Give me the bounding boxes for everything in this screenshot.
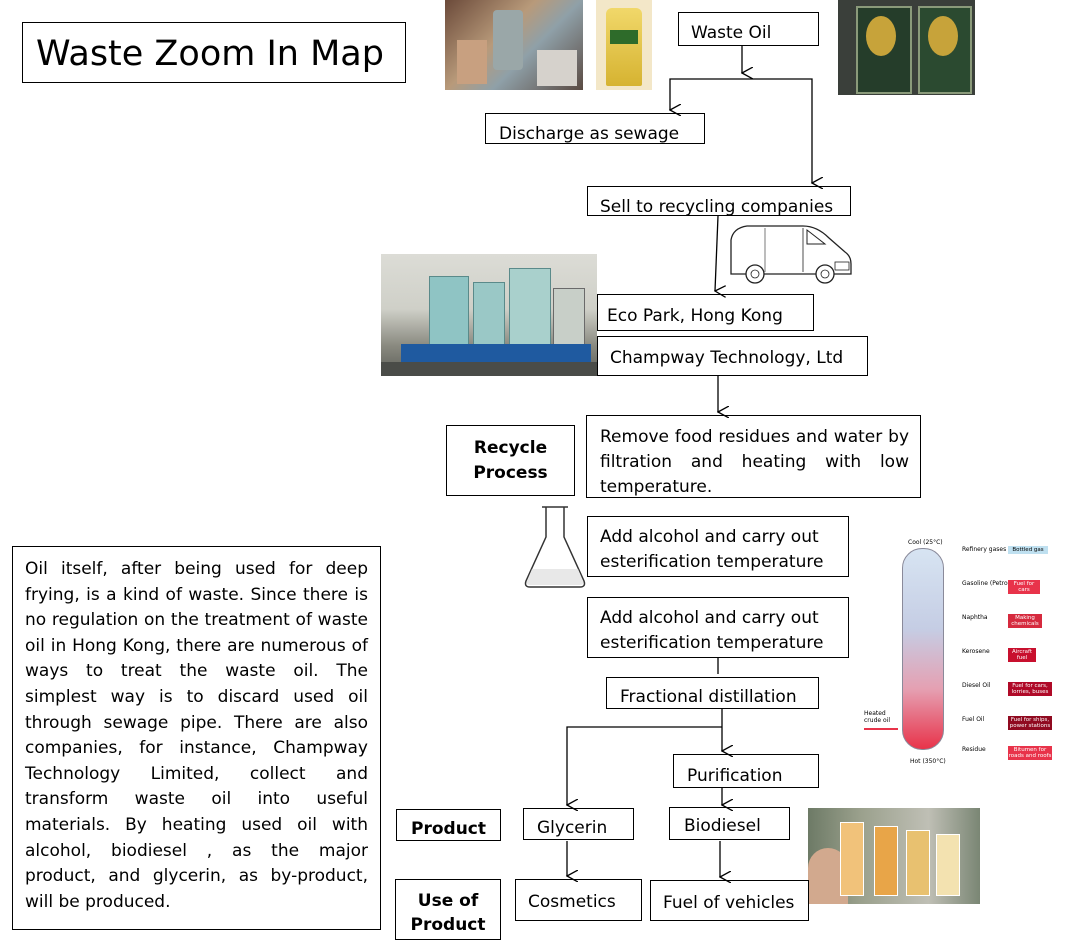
node-label: Add alcohol and carry out esterification… <box>600 527 824 572</box>
description-box: Oil itself, after being used for deep fr… <box>12 546 381 930</box>
fraction-use: Bottled gas <box>1008 546 1048 555</box>
node-label: Remove food residues and water by filtra… <box>600 427 909 497</box>
arrow-to-eco-park <box>715 215 718 291</box>
distillation-bottom-label: Hot (350°C) <box>910 758 946 765</box>
arrow-to-glycerin <box>567 726 722 805</box>
fraction-use: Aircraft fuel <box>1008 648 1036 663</box>
fraction-use: Fuel for cars <box>1008 580 1040 595</box>
node-label: Sell to recycling companies <box>600 197 834 217</box>
fraction-use: Fuel for ships, power stations <box>1008 716 1052 731</box>
distillation-input-label: Heated crude oil <box>864 710 890 724</box>
node-label: Champway Technology, Ltd <box>610 348 844 368</box>
product-text: Product <box>411 819 486 839</box>
label-product: Product <box>396 809 501 841</box>
node-label: Purification <box>687 766 783 786</box>
arrow-to-discharge <box>670 78 742 110</box>
node-label: Cosmetics <box>528 892 616 912</box>
fraction-name: Naphtha <box>962 614 988 621</box>
distillation-top-label: Cool (25°C) <box>908 539 943 546</box>
node-glycerin: Glycerin <box>523 808 634 840</box>
node-label: Fuel of vehicles <box>663 893 795 913</box>
fraction-name: Fuel Oil <box>962 716 985 723</box>
node-add-alcohol-1: Add alcohol and carry out esterification… <box>587 516 849 577</box>
label-recycle-process: Recycle Process <box>446 425 575 496</box>
fraction-name: Residue <box>962 746 986 753</box>
oil-bottle-photo <box>596 0 652 90</box>
node-label: Fractional distillation <box>620 687 797 707</box>
node-add-alcohol-2: Add alcohol and carry out esterification… <box>587 597 849 658</box>
fraction-name: Kerosene <box>962 648 990 655</box>
node-cosmetics: Cosmetics <box>515 879 642 921</box>
fraction-name: Gasoline (Petrol) <box>962 580 1012 587</box>
input-arrow <box>864 728 898 730</box>
node-label: Waste Oil <box>691 23 772 43</box>
arrow-to-sell <box>742 78 812 183</box>
node-label: Eco Park, Hong Kong <box>607 306 783 326</box>
node-biodiesel: Biodiesel <box>669 807 790 840</box>
node-label: Biodiesel <box>684 816 761 836</box>
node-fuel: Fuel of vehicles <box>650 880 809 921</box>
oil-tin-photo <box>838 0 975 95</box>
fraction-name: Refinery gases <box>962 546 1007 553</box>
fraction-use: Fuel for cars, lorries, buses <box>1008 682 1052 697</box>
recycle-process-text: Recycle Process <box>473 438 548 483</box>
node-fractional: Fractional distillation <box>606 677 819 709</box>
node-eco-park: Eco Park, Hong Kong <box>597 294 814 331</box>
node-label: Glycerin <box>537 818 608 838</box>
node-sell: Sell to recycling companies <box>587 186 851 217</box>
fraction-name: Diesel Oil <box>962 682 991 689</box>
flask-icon <box>524 506 586 588</box>
distillation-column <box>902 548 944 750</box>
node-label: Add alcohol and carry out esterification… <box>600 608 824 653</box>
node-purification: Purification <box>673 754 819 788</box>
shop-photo <box>445 0 583 90</box>
label-use-of-product: Use of Product <box>395 879 501 940</box>
node-label: Discharge as sewage <box>499 124 680 144</box>
fraction-use: Making chemicals <box>1008 614 1042 629</box>
fraction-use: Bitumen for roads and roofs <box>1008 746 1052 761</box>
title-box: Waste Zoom In Map <box>22 22 406 83</box>
eco-park-photo <box>381 254 597 376</box>
node-discharge: Discharge as sewage <box>485 113 705 144</box>
use-of-product-text: Use of Product <box>410 891 486 935</box>
node-waste-oil: Waste Oil <box>678 12 819 46</box>
distillation-diagram: Cool (25°C) Hot (350°C) Heated crude oil… <box>860 534 1060 770</box>
description-text: Oil itself, after being used for deep fr… <box>25 559 368 912</box>
van-icon <box>730 225 852 284</box>
biodiesel-bottles-photo <box>808 808 980 904</box>
page-title: Waste Zoom In Map <box>36 34 384 74</box>
node-remove: Remove food residues and water by filtra… <box>586 415 921 498</box>
node-champway: Champway Technology, Ltd <box>597 336 868 376</box>
